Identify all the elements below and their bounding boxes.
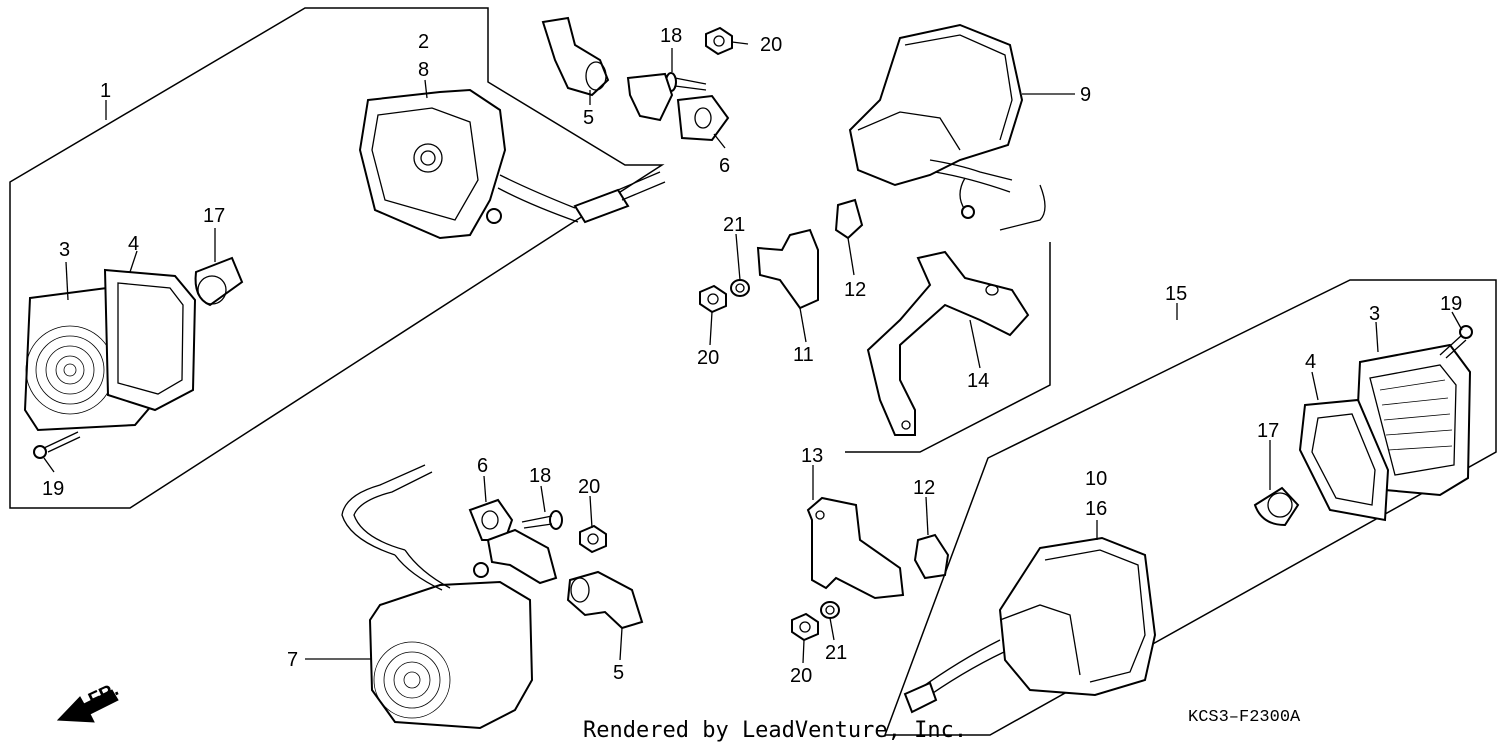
callout-5-bottom: 5 [613,662,624,684]
callout-20-top: 20 [760,34,782,56]
mount-collar-bottom[interactable] [566,570,644,630]
callout-20-lower: 20 [790,665,812,687]
callout-21-bottom: 21 [825,642,847,664]
screw-left[interactable] [33,431,81,459]
clip-12-top[interactable] [834,198,864,240]
bolt-bottom[interactable] [521,510,563,530]
callout-16: 16 [1085,498,1107,520]
callout-4-left: 4 [128,233,139,255]
nut-top[interactable] [705,26,733,56]
lamp-assembly-front[interactable] [341,464,534,730]
bulb-right[interactable] [1253,486,1300,527]
callout-19-right: 19 [1440,293,1462,315]
washer-21-top[interactable] [730,279,750,297]
diagram-code: KCS3–F2300A [1188,708,1301,727]
callout-12-top: 12 [844,279,866,301]
lamp-lens-right[interactable] [1353,343,1472,497]
lamp-housing-right[interactable] [903,536,1157,714]
washer-21-bottom[interactable] [820,601,840,619]
bulb-left[interactable] [194,256,244,307]
callout-14: 14 [967,370,989,392]
callout-6-top: 6 [719,155,730,177]
callout-12-bottom: 12 [913,477,935,499]
callout-19-left: 19 [42,478,64,500]
gasket-right[interactable] [1298,398,1390,522]
front-direction-arrow-icon [56,689,119,723]
callout-21-top: 21 [723,214,745,236]
callout-1: 1 [100,80,111,102]
clip-12-bottom[interactable] [913,533,950,580]
nut-bottom[interactable] [579,524,607,554]
assembly-frame-15 [883,279,1497,736]
lamp-housing-top[interactable] [358,88,666,240]
mount-collar-top[interactable] [541,16,610,97]
callout-17-right: 17 [1257,420,1279,442]
callout-11: 11 [793,344,814,366]
bracket-stay-bottom[interactable] [468,498,558,585]
assembly-frame-14 [845,242,1051,453]
callout-20-bottom: 20 [578,476,600,498]
callout-7: 7 [287,649,298,671]
callout-5-top: 5 [583,107,594,129]
callout-2: 2 [418,31,429,53]
gasket-left[interactable] [103,268,197,412]
callout-4-right: 4 [1305,351,1316,373]
nut-20-bottom[interactable] [791,612,819,642]
callout-10: 10 [1085,468,1107,490]
render-credit: Rendered by LeadVenture, Inc. [583,718,968,743]
assembly-frame-1 [9,7,665,509]
callout-15: 15 [1165,283,1187,305]
bracket-stay-top[interactable] [626,72,730,142]
callout-18-top: 18 [660,25,682,47]
callout-17-left: 17 [203,205,225,227]
callout-20-mid: 20 [697,347,719,369]
callout-13: 13 [801,445,823,467]
lamp-assembly-rear[interactable] [848,23,1046,231]
screw-right[interactable] [1439,325,1473,359]
callout-9: 9 [1080,84,1091,106]
callout-6-bottom: 6 [477,455,488,477]
callout-3-right: 3 [1369,303,1380,325]
stay-bracket-13[interactable] [806,496,905,600]
stay-bracket-14[interactable] [866,250,1030,436]
callout-8: 8 [418,59,429,81]
stay-bracket-11[interactable] [756,228,819,310]
bolt-top[interactable] [665,72,707,92]
callout-18-bottom: 18 [529,465,551,487]
nut-20-mid[interactable] [699,284,727,314]
leader-lines [43,41,1463,664]
callout-3-left: 3 [59,239,70,261]
